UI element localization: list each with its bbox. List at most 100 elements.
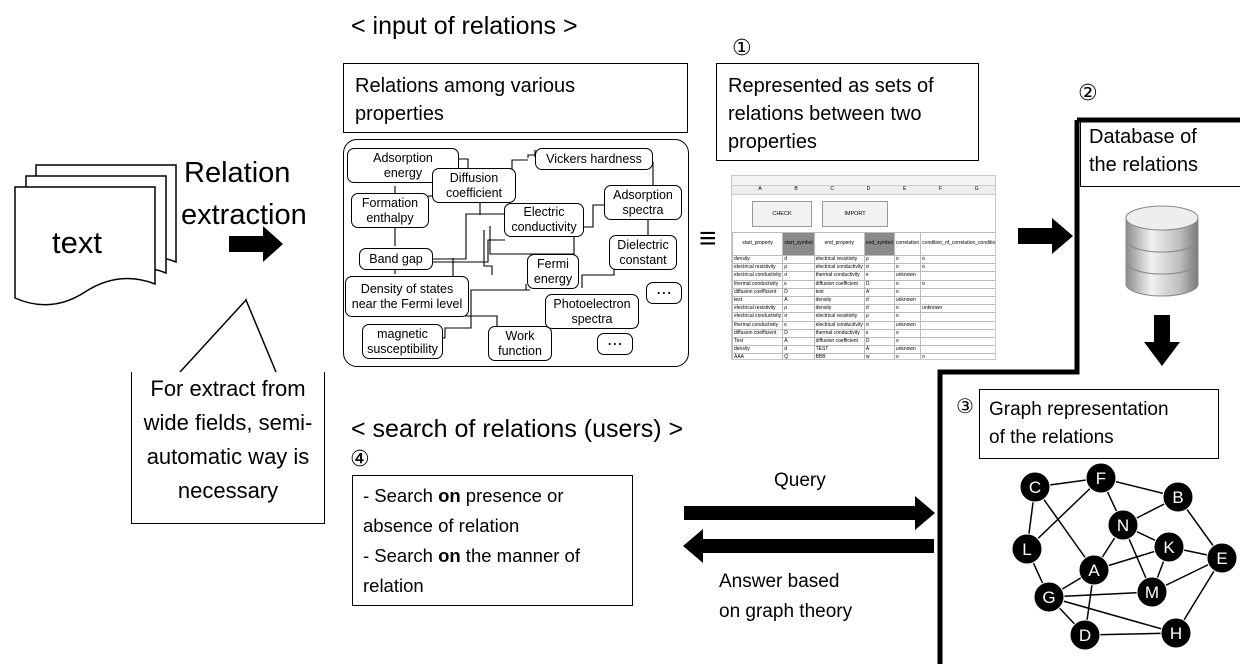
answer-line-2: on graph theory [719, 601, 853, 622]
step4-line: - Search on presence or [363, 481, 632, 511]
sheet-header-cell: correlation [893, 232, 922, 256]
graph-node-H [1160, 617, 1192, 649]
sheet-cell: o [893, 254, 922, 265]
graph-node-label-A: A [1088, 561, 1100, 580]
graph-node-M [1136, 576, 1168, 608]
graph-node-label-G: G [1042, 588, 1055, 607]
callout-line-4: necessary [177, 478, 279, 503]
node-band-gap: Band gap [359, 248, 433, 270]
step3-line-1: Graph representation [989, 399, 1169, 420]
query-label: Query [774, 470, 826, 491]
sheet-cell: unknown [893, 271, 922, 281]
node-vickers-hardness-l1: Vickers hardness [546, 151, 642, 166]
column-letter: F [938, 186, 943, 192]
column-letter: C [830, 186, 834, 192]
sheet-cell: o [920, 279, 995, 289]
arrow-answer [683, 529, 934, 563]
sheet-cell: κ [863, 271, 895, 281]
node-vickers-hardness: Vickers hardness [535, 148, 653, 170]
step4-marker: ④ [350, 446, 370, 471]
step4-text: presence or [460, 485, 564, 506]
graph-node-label-N: N [1117, 516, 1129, 535]
sheet-cell: o [920, 254, 995, 265]
sheet-cell: ρ [863, 254, 895, 265]
search-heading: < search of relations (users) > [351, 415, 684, 443]
step3-box: Graph representation of the relations [979, 389, 1219, 459]
sheet-cell [920, 312, 995, 322]
step1-box: Represented as sets of relations between… [716, 63, 979, 161]
database-icon [1125, 205, 1199, 297]
node-dielectric-constant-l1: Dielectric [617, 237, 669, 252]
step2-line-1: Database of [1089, 126, 1197, 148]
column-letter: B [794, 186, 798, 192]
node-work-function-l2: function [498, 343, 542, 358]
sheet-header-cell: start_property [732, 232, 784, 256]
step4-text: - Search [363, 545, 439, 566]
column-letter: D [866, 186, 871, 192]
sheet-cell: thermal conductivity [813, 328, 865, 339]
frame-left-upper [937, 120, 1080, 664]
sheet-cell: o [893, 263, 922, 273]
sheet-cell: electrical resistivity [732, 304, 784, 314]
text-documents-icon [14, 164, 177, 306]
sheet-cell: diffusion coefficient [813, 337, 865, 347]
sheet-cell: o [893, 304, 922, 314]
sheet-cell: σ [782, 312, 815, 322]
arrow-to-database [1018, 218, 1073, 254]
step2-box: Database of the relations [1080, 121, 1240, 187]
graph-edge-F-L [1026, 477, 1102, 550]
node-dielectric-constant-l2: constant [619, 252, 667, 267]
node-adsorption-energy-l2: energy [383, 165, 423, 180]
graph-node-C [1019, 471, 1051, 503]
sheet-cell: d [782, 345, 815, 355]
graph-node-B [1162, 481, 1194, 513]
sheet-cell: d [863, 304, 895, 314]
sheet-cell: test [732, 296, 784, 306]
graph-node-G [1033, 581, 1065, 613]
node-formation-enthalpy-l2: enthalpy [366, 210, 414, 225]
node-diffusion-coefficient-l1: Diffusion [449, 170, 499, 185]
sheet-cell: electrical conductivity [813, 320, 865, 330]
sheet-cell: density [813, 304, 865, 314]
import-button[interactable]: IMPORT [822, 201, 888, 227]
sheet-cell: κ [863, 328, 895, 339]
sheet-cell: AAA [732, 353, 784, 359]
node-electric-conductivity-l1: Electric [523, 205, 565, 219]
sheet-cell: o [893, 312, 922, 322]
step3-marker: ③ [956, 396, 974, 418]
sheet-cell [920, 328, 995, 339]
graph-node-A [1078, 554, 1110, 586]
sheet-cell [920, 271, 995, 281]
sheet-cell: w [863, 353, 895, 359]
sheet-cell: o [920, 263, 995, 273]
arrow-to-graph [1144, 315, 1180, 366]
node-magnetic-susceptibility-l1: magnetic [377, 326, 428, 341]
answer-line-1: Answer based [719, 571, 840, 592]
step1-marker: ① [732, 35, 752, 60]
sheet-cell: electrical resistivity [732, 263, 784, 273]
sheet-cell: diffusion coefficient [732, 287, 784, 298]
sheet-cell: electrical conductivity [732, 271, 784, 281]
graph-node-label-E: E [1216, 549, 1227, 568]
sheet-cell: electrical conductivity [813, 263, 865, 273]
step4-text: relation [363, 575, 424, 596]
node-fermi-energy-l2: energy [533, 271, 573, 286]
callout-text: For extract from wide fields, semi- auto… [133, 372, 323, 508]
sheet-cell: unknown [893, 345, 922, 355]
sheet-cell: TEST [813, 345, 865, 355]
sheet-cell: unknown [893, 320, 922, 330]
relation-extraction-line-2: extraction [181, 199, 307, 231]
sheet-cell: A [782, 337, 815, 347]
check-button[interactable]: CHECK [752, 201, 812, 227]
